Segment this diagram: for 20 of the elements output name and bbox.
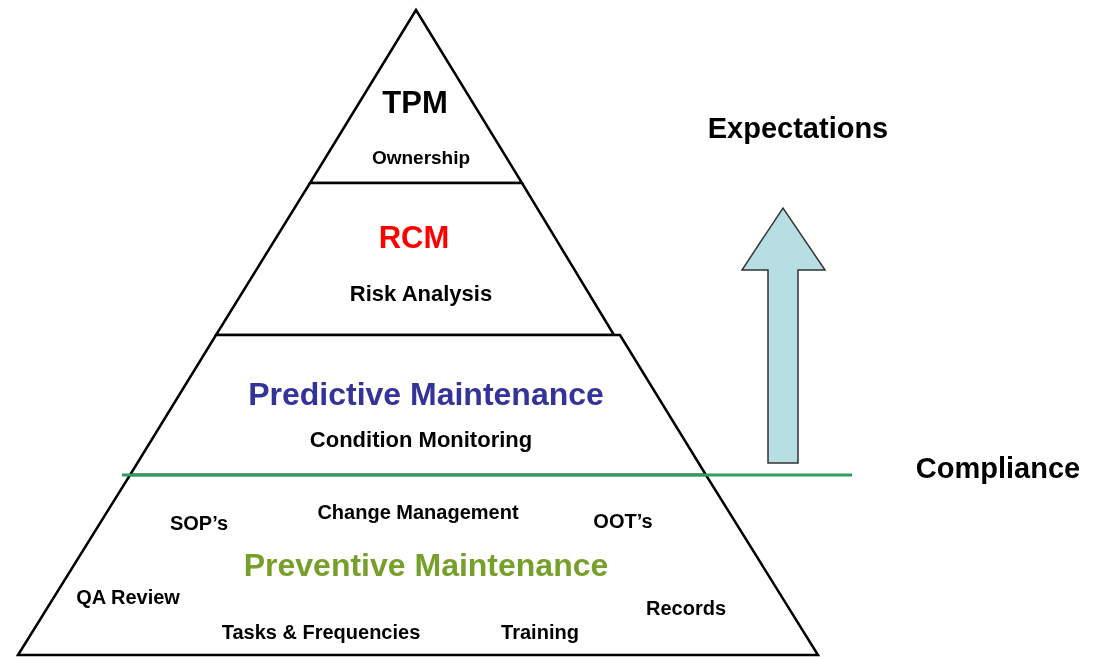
- side-label: Compliance: [915, 451, 1081, 485]
- tier-heading: TPM: [382, 85, 448, 121]
- pyramid-tier: [216, 183, 614, 335]
- tier-heading: Predictive Maintenance: [248, 377, 604, 413]
- item-text: QA Review: [76, 586, 180, 608]
- pyramid-tier: [130, 335, 706, 475]
- pyramid-tier: [18, 475, 818, 655]
- tier-subtitle: Condition Monitoring: [309, 427, 533, 453]
- pyramid-tier: [310, 10, 522, 183]
- tier-heading: Preventive Maintenance: [243, 548, 609, 584]
- item-text: Tasks & Frequencies: [221, 621, 421, 643]
- item-text: Records: [646, 597, 726, 619]
- item-text: Training: [501, 621, 579, 643]
- item-text: Change Management: [317, 501, 519, 523]
- side-label: Expectations: [707, 111, 889, 145]
- tier-subtitle: Risk Analysis: [349, 281, 493, 307]
- tier-subtitle: Ownership: [371, 147, 471, 169]
- item-text: OOT’s: [593, 510, 653, 532]
- item-text: SOP’s: [169, 512, 229, 534]
- tier-heading: RCM: [378, 220, 450, 256]
